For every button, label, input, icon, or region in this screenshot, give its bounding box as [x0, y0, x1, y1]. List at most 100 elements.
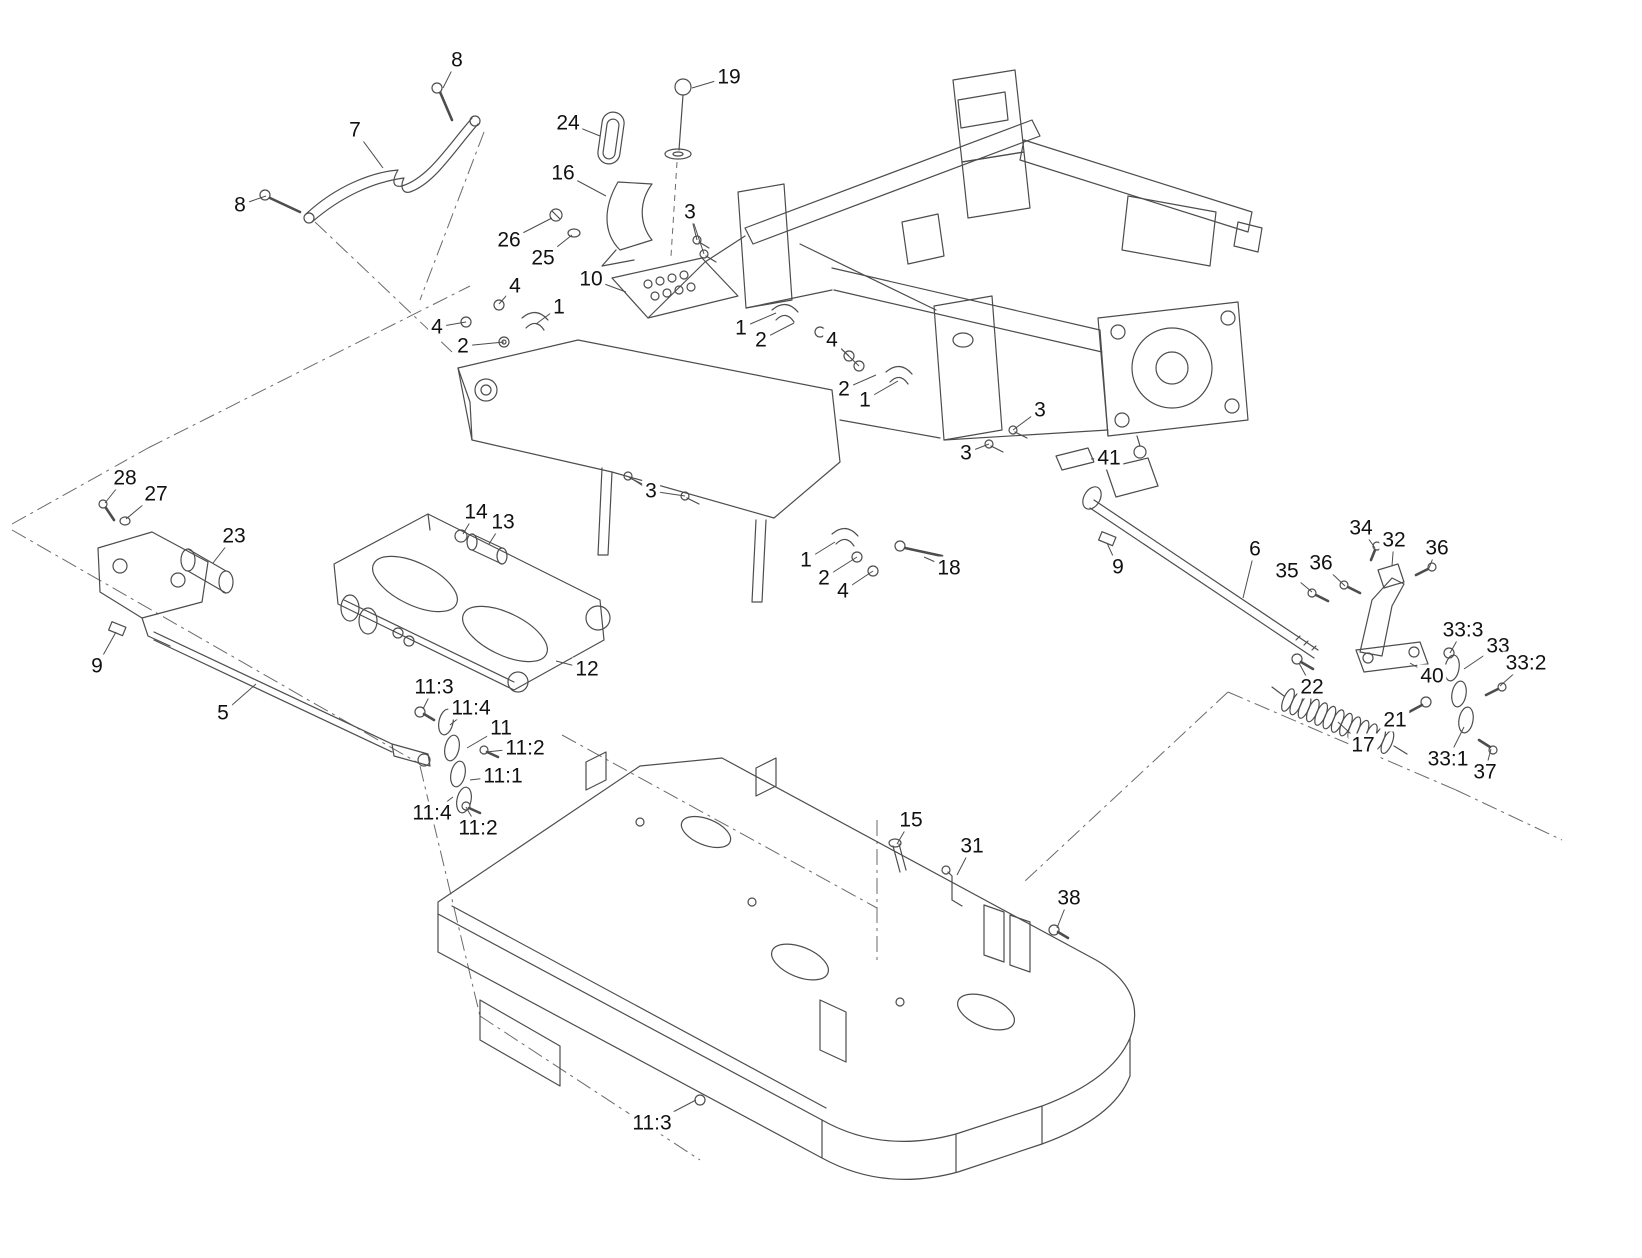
callout-33:2: 33:2: [1502, 651, 1550, 675]
construction-lines: [11, 131, 1563, 1161]
callout-9: 9: [1109, 555, 1127, 579]
callout-37: 37: [1470, 760, 1500, 784]
bolt-11-3: [414, 706, 436, 722]
callout-25: 25: [528, 246, 558, 270]
spacer-13: [466, 533, 508, 565]
callout-28: 28: [110, 466, 140, 490]
callout-4: 4: [834, 579, 852, 603]
screw-3-mid: [623, 471, 700, 505]
callout-7: 7: [346, 118, 364, 142]
lift-rod-left: [153, 631, 431, 767]
handle-loop-24: [597, 111, 625, 165]
clip-9-right: [1098, 531, 1117, 547]
callout-36: 36: [1422, 536, 1452, 560]
screw-26: [549, 208, 563, 222]
callout-11:2: 11:2: [502, 736, 548, 760]
bolt-8-lower: [259, 189, 302, 214]
callout-12: 12: [572, 657, 602, 681]
bolt-21: [1407, 696, 1432, 714]
bolt-36-right: [1414, 562, 1437, 577]
callout-18: 18: [934, 556, 964, 580]
callout-11:4: 11:4: [409, 801, 455, 825]
callout-40: 40: [1417, 664, 1447, 688]
callout-31: 31: [957, 834, 987, 858]
callout-16: 16: [548, 161, 578, 185]
callout-3: 3: [642, 479, 660, 503]
callout-13: 13: [488, 510, 518, 534]
hanger-chain-left: [414, 706, 500, 815]
callout-11:3: 11:3: [411, 675, 457, 699]
foot-plate: [611, 257, 739, 319]
main-frame: [737, 69, 1263, 441]
washer-33-3: [1443, 647, 1455, 659]
callout-5: 5: [214, 701, 232, 725]
callout-33:1: 33:1: [1424, 747, 1472, 771]
callout-10: 10: [576, 267, 606, 291]
callout-4: 4: [823, 328, 841, 352]
parking-brake-lever: [549, 78, 692, 267]
bolt-37: [1477, 738, 1498, 755]
height-adjust-rod: [1055, 435, 1319, 659]
callout-11:3: 11:3: [629, 1111, 675, 1135]
callout-14: 14: [461, 500, 491, 524]
callout-1: 1: [797, 548, 815, 572]
height-of-cut-knob: [664, 78, 692, 257]
leader-lines: [96, 59, 1527, 1124]
bracket-32: [1377, 563, 1405, 589]
mower-deck: [437, 751, 1136, 1180]
mount-hardware: [460, 235, 1028, 577]
callout-17: 17: [1348, 733, 1378, 757]
wire-31: [941, 865, 963, 907]
bolt-8-upper: [431, 82, 454, 122]
callout-32: 32: [1379, 528, 1409, 552]
screw-3-upper: [692, 235, 717, 263]
front-frame: [457, 235, 941, 603]
callout-4: 4: [506, 274, 524, 298]
callout-1: 1: [732, 316, 750, 340]
callout-36: 36: [1306, 551, 1336, 575]
bolt-33-2: [1484, 682, 1507, 697]
left-pivot-bracket: [97, 499, 234, 647]
callout-33:3: 33:3: [1439, 618, 1487, 642]
callout-11:4: 11:4: [448, 696, 494, 720]
callout-3: 3: [957, 441, 975, 465]
washer-25: [567, 228, 581, 238]
callout-3: 3: [681, 200, 699, 224]
callout-26: 26: [494, 228, 524, 252]
spacer-23: [180, 548, 234, 594]
callout-2: 2: [835, 377, 853, 401]
callout-2: 2: [454, 334, 472, 358]
callout-34: 34: [1346, 516, 1376, 540]
clip-9-left: [108, 621, 127, 637]
bolt-36-left: [1339, 580, 1362, 595]
bolt-22: [1291, 653, 1315, 671]
front-lift-arm: [333, 513, 611, 693]
bolt-28: [98, 499, 116, 522]
callout-11: 11: [487, 716, 515, 740]
callout-2: 2: [815, 566, 833, 590]
callout-11:1: 11:1: [480, 764, 526, 788]
callout-1: 1: [550, 295, 568, 319]
washer-27: [119, 516, 131, 526]
callout-27: 27: [141, 482, 171, 506]
bolt-11-2-lower: [461, 801, 482, 815]
callout-2: 2: [752, 328, 770, 352]
callout-3: 3: [1031, 398, 1049, 422]
hanger-chain-right: [1443, 647, 1507, 755]
bolt-11-3-deck: [694, 1094, 706, 1106]
callout-6: 6: [1246, 537, 1264, 561]
lift-handle-lever: [259, 82, 481, 224]
callout-21: 21: [1380, 708, 1410, 732]
pin-15: [888, 838, 907, 873]
washer-14: [454, 529, 468, 543]
callout-19: 19: [714, 65, 744, 89]
callout-11:2: 11:2: [455, 816, 501, 840]
bolt-35: [1307, 588, 1330, 603]
callout-24: 24: [553, 111, 583, 135]
bolt-38: [1048, 924, 1070, 940]
callout-1: 1: [856, 388, 874, 412]
link-plate-40: [1359, 577, 1405, 657]
callout-41: 41: [1094, 446, 1124, 470]
